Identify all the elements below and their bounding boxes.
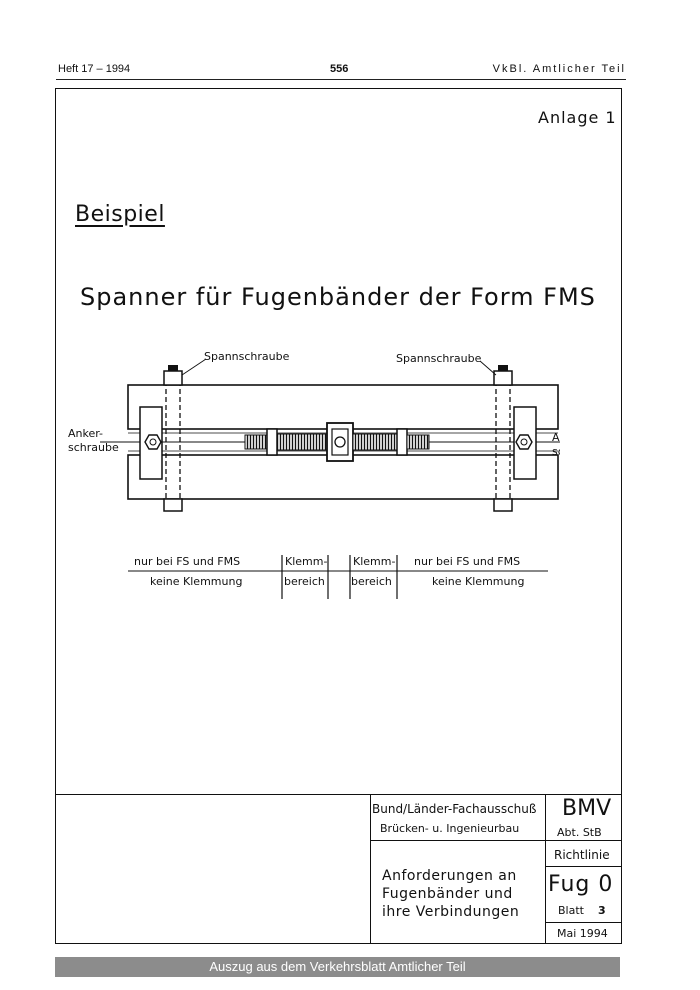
zones-table: nur bei FS und FMS Klemm- Klemm- nur bei… bbox=[128, 555, 548, 599]
drawing-frame bbox=[55, 88, 622, 944]
header-rule bbox=[56, 79, 626, 80]
label-anker-right-2: schraube bbox=[552, 445, 560, 458]
sheet-number: 3 bbox=[598, 904, 606, 917]
anchor-bolt-left bbox=[144, 434, 162, 450]
label-spannschraube-right: Spannschraube bbox=[396, 352, 482, 365]
label-anker-left-2: schraube bbox=[68, 441, 119, 454]
title-block-rule-2 bbox=[545, 866, 622, 867]
label-spannschraube-left: Spannschraube bbox=[204, 350, 290, 363]
label-anker-left-1: Anker- bbox=[68, 427, 103, 440]
department-label: Abt. StB bbox=[557, 826, 602, 839]
richtlinie-label: Richtlinie bbox=[554, 848, 610, 862]
zone-clamp-left-row2: bereich bbox=[284, 575, 325, 588]
footer-banner: Auszug aus dem Verkehrsblatt Amtlicher T… bbox=[55, 957, 620, 977]
title-block-rule-1 bbox=[370, 840, 622, 841]
clamp-screw-left bbox=[163, 365, 183, 512]
zone-clamp-right-row1: Klemm- bbox=[353, 555, 395, 568]
title-block-rule-3 bbox=[545, 922, 622, 923]
document-title-line3: ihre Verbindungen bbox=[382, 904, 520, 920]
document-title-line1: Anforderungen an bbox=[382, 868, 517, 884]
zone-outer-right-row1: nur bei FS und FMS bbox=[414, 555, 520, 568]
committee-line2: Brücken- u. Ingenieurbau bbox=[380, 822, 520, 835]
header-publication: VkBl. Amtlicher Teil bbox=[492, 63, 626, 75]
sheet-label: Blatt bbox=[558, 904, 584, 917]
header-issue: Heft 17 – 1994 bbox=[58, 63, 131, 75]
committee-line1: Bund/Länder-Fachausschuß bbox=[372, 802, 537, 816]
anlage-label: Anlage 1 bbox=[538, 108, 617, 127]
anchor-bolt-right bbox=[515, 434, 533, 450]
label-anker-right-1: Anker- bbox=[552, 431, 560, 444]
title-block-divider-right bbox=[545, 794, 546, 944]
zone-clamp-left-row1: Klemm- bbox=[285, 555, 327, 568]
clamp-screw-right bbox=[493, 365, 513, 512]
drawing-title: Spanner für Fugenbänder der Form FMS bbox=[80, 283, 596, 311]
technical-drawing: Spannschraube Spannschraube Anker- schra… bbox=[68, 350, 560, 599]
zone-clamp-right-row2: bereich bbox=[351, 575, 392, 588]
turnbuckle-center-nut bbox=[326, 422, 354, 462]
document-code: Fug 0 bbox=[548, 872, 614, 897]
document-title-line2: Fugenbänder und bbox=[382, 886, 513, 902]
beispiel-heading: Beispiel bbox=[75, 202, 165, 227]
title-block-top-rule bbox=[55, 794, 622, 795]
zone-outer-right-row2: keine Klemmung bbox=[432, 575, 524, 588]
title-block-divider-left bbox=[370, 794, 371, 944]
ministry-label: BMV bbox=[562, 796, 612, 821]
turnbuckle-right bbox=[352, 428, 430, 456]
turnbuckle-left bbox=[244, 428, 328, 456]
zone-outer-left-row2: keine Klemmung bbox=[150, 575, 242, 588]
zone-outer-left-row1: nur bei FS und FMS bbox=[134, 555, 240, 568]
document-date: Mai 1994 bbox=[557, 927, 608, 940]
header-page-number: 556 bbox=[330, 63, 349, 75]
